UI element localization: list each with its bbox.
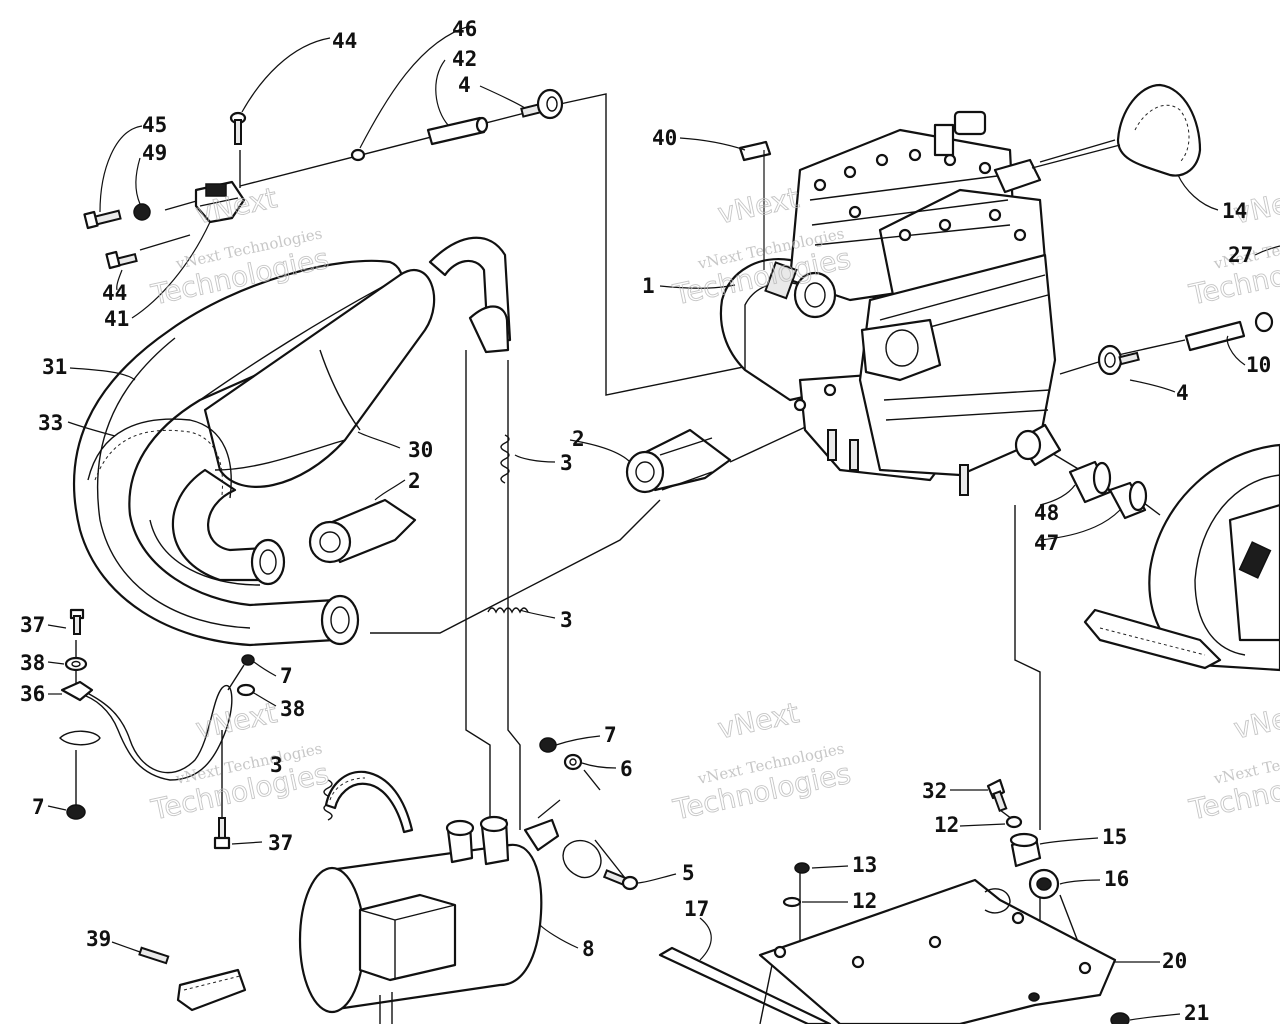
sleeve-42 [426,116,489,146]
washer-12-lower [782,896,802,908]
callout-3: 3 [270,753,283,777]
engine-mount-plate-20 [758,878,1117,1024]
callout-47: 47 [1034,531,1059,555]
engine-assembly [719,110,1062,496]
drive-clutch [1083,443,1280,672]
callout-5: 5 [682,861,695,885]
callout-33: 33 [38,411,63,435]
exhaust-manifold-upper [625,428,732,494]
callout-45: 45 [142,113,167,137]
bolt-37-mid [213,817,231,850]
mount-16 [1028,868,1060,900]
watermark-brand: vNext [715,181,802,230]
callout-7: 7 [32,795,45,819]
callout-46: 46 [452,17,477,41]
callout-12: 12 [934,813,959,837]
screw-44-top [229,111,247,145]
callout-41: 41 [104,307,129,331]
callout-17: 17 [684,897,709,921]
oil-hose [324,770,414,834]
callout-36: 36 [20,682,45,706]
mount-4-right [1097,344,1140,376]
watermark-brand: vNext [1231,696,1280,745]
callout-40: 40 [652,126,677,150]
watermark-brand: vNext [193,696,280,745]
screw-44-left [105,250,138,270]
watermark-brand: vNext [715,696,802,745]
sleeve-10 [1184,311,1274,352]
callout-7: 7 [280,664,293,688]
bracket-36 [59,680,101,746]
callout-27: 27 [1228,243,1253,267]
screw-5 [602,869,639,891]
callout-37: 37 [20,613,45,637]
callout-2: 2 [572,427,585,451]
callout-12: 12 [852,889,877,913]
frame-rail-17 [658,946,832,1024]
callout-10: 10 [1246,353,1271,377]
callout-2: 2 [408,469,421,493]
exhaust-expansion-chamber [72,236,512,647]
callout-49: 49 [142,141,167,165]
callout-32: 32 [922,779,947,803]
exhaust-manifold-lower [308,498,417,564]
callout-16: 16 [1104,867,1129,891]
callout-31: 31 [42,355,67,379]
bolt-45 [83,209,122,230]
spacer-47 [1108,480,1148,520]
washer-6 [563,753,583,771]
bolt-37-left [69,608,85,635]
decal-40 [738,140,772,162]
callout-6: 6 [620,757,633,781]
oil-line [79,685,233,781]
callout-20: 20 [1162,949,1187,973]
callout-14: 14 [1222,199,1247,223]
oil-tank [298,799,602,1024]
callout-21: 21 [1184,1001,1209,1024]
mount-4-top [520,88,564,120]
nut-13 [794,862,810,874]
callout-4: 4 [1176,381,1189,405]
recoil-handle-14 [1116,83,1202,177]
bracket-39 [138,946,247,1012]
o-ring-46 [350,148,366,162]
callout-38: 38 [280,697,305,721]
mount-15 [1009,832,1042,868]
washer-12-upper [1005,815,1023,829]
bolt-32 [986,778,1008,813]
spacer-48 [1068,460,1112,504]
callout-labels: 44 46 42 4 45 49 44 41 40 1 14 27 4 10 3… [20,17,1271,1024]
callout-44: 44 [332,29,357,53]
callout-42: 42 [452,47,477,71]
callout-3: 3 [560,451,573,475]
callout-38: 38 [20,651,45,675]
callout-7: 7 [604,723,617,747]
washer-49 [133,203,151,221]
callout-44: 44 [102,281,127,305]
callout-1: 1 [642,274,655,298]
nut-7-tank [539,737,557,753]
washer-38-mid [236,683,256,697]
callout-4: 4 [458,73,471,97]
leader-lines [47,25,1280,1021]
watermarks: vNext vNext Technologies Technologies vN… [147,181,1280,827]
bracket-41 [194,180,246,224]
nut-7-mid [241,654,255,666]
washer-38-left [64,656,88,672]
callout-37: 37 [268,831,293,855]
callout-8: 8 [582,937,595,961]
callout-13: 13 [852,853,877,877]
nut-7-left [66,804,86,820]
callout-3: 3 [560,608,573,632]
callout-39: 39 [86,927,111,951]
callout-30: 30 [408,438,433,462]
callout-48: 48 [1034,501,1059,525]
nut-21 [1110,1012,1130,1024]
callout-15: 15 [1102,825,1127,849]
